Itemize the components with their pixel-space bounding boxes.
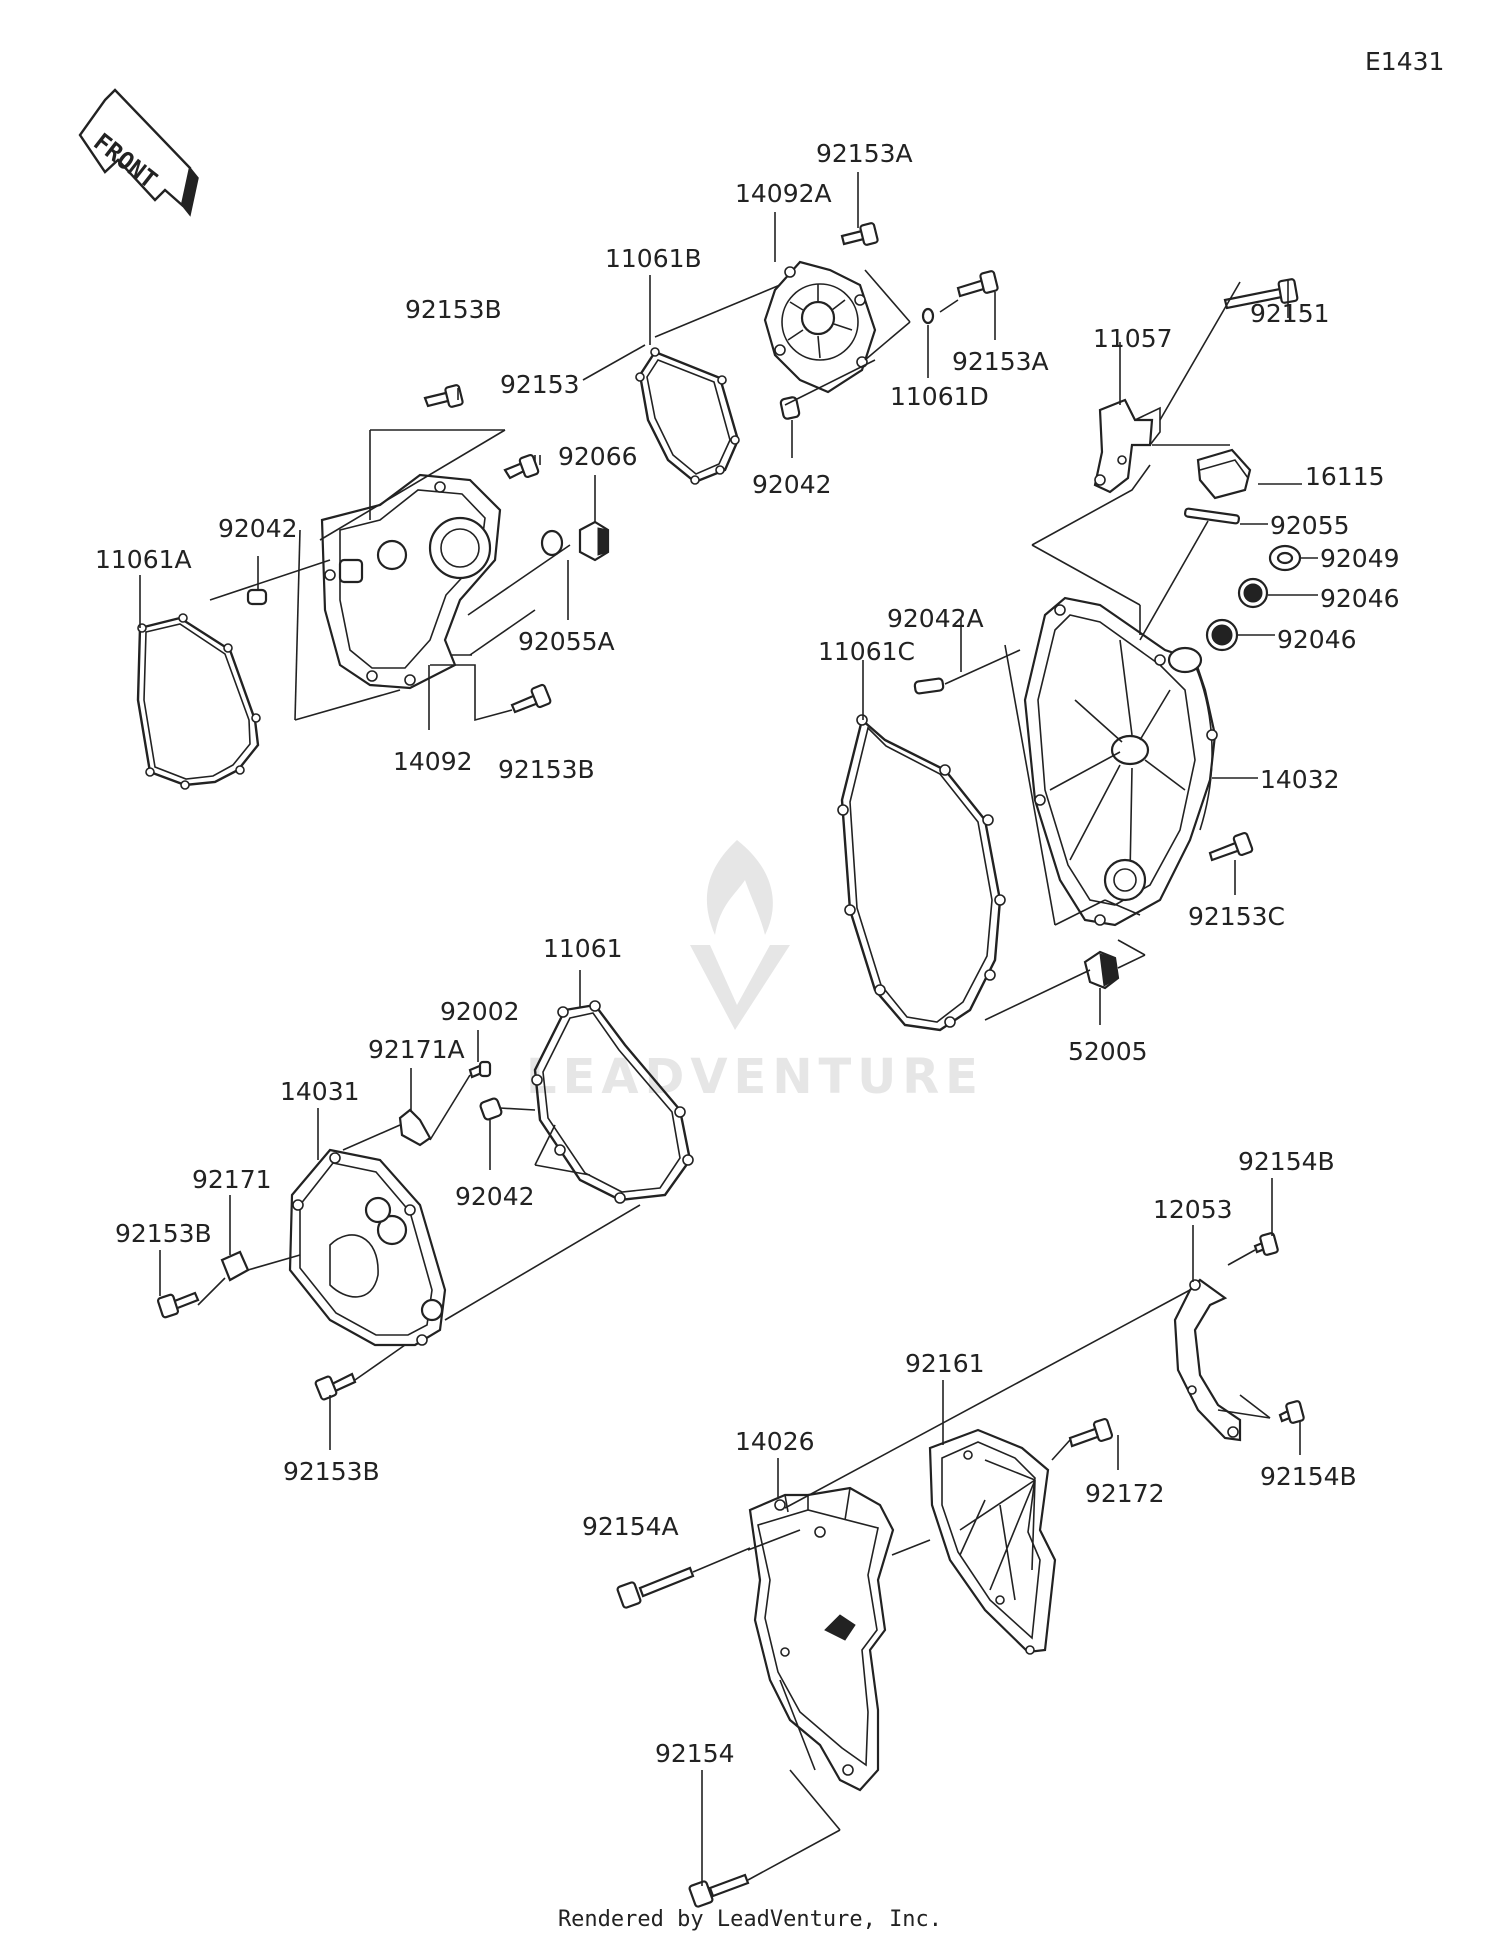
bearing-92046-b [1205,618,1239,652]
label-14026[interactable]: 14026 [735,1427,815,1456]
label-92161[interactable]: 92161 [905,1349,985,1378]
label-11061D[interactable]: 11061D [890,382,989,411]
o-ring-92055A [540,529,564,557]
label-14031[interactable]: 14031 [280,1077,360,1106]
leaders-top-left [139,388,596,730]
gasket-11061B [635,347,740,485]
label-11061[interactable]: 11061 [543,934,623,963]
dowel-pin-92042-top [779,396,801,420]
label-92042A[interactable]: 92042A [887,604,984,633]
leaders-bottom-right [692,1178,1301,1886]
leaders-top-right [862,280,1318,1025]
label-16115[interactable]: 16115 [1305,462,1385,491]
bolt-92153B-mid [510,683,552,714]
bolt-92154B-top [1253,1232,1279,1256]
label-92153A-right[interactable]: 92153A [952,347,1049,376]
washer-11061D [921,307,935,325]
label-11061B[interactable]: 11061B [605,244,702,273]
label-92153B-mid[interactable]: 92153B [498,755,595,784]
sprocket-cover-14026 [748,1486,895,1792]
leaders-top-center [582,172,996,458]
footer-credit: Rendered by LeadVenture, Inc. [558,1907,942,1932]
plug-92066 [578,520,610,562]
label-92042-left[interactable]: 92042 [218,514,298,543]
bolt-92153B-bottom [314,1372,357,1401]
generator-cover-14031 [288,1148,447,1347]
watermark-text: LEADVENTURE [526,1049,984,1105]
label-92154[interactable]: 92154 [655,1739,735,1768]
bracket-11057 [1093,398,1161,494]
label-14092[interactable]: 14092 [393,747,473,776]
part-labels: 92153A 14092A 11061B 92153B 92153 92066 … [95,139,1400,1768]
bolt-92153B-left [156,1291,200,1319]
watermark-v-icon [690,945,790,1030]
dowel-pin-92042-left [246,588,268,606]
label-92171[interactable]: 92171 [192,1165,272,1194]
label-11061C[interactable]: 11061C [818,637,915,666]
bearing-92046-a [1237,577,1269,609]
dowel-pin-92042A [913,677,945,695]
label-92154B-bottom[interactable]: 92154B [1260,1462,1357,1491]
label-92153B-top[interactable]: 92153B [405,295,502,324]
plug-52005 [1083,950,1120,990]
bolt-92153 [503,453,540,480]
bolt-92153A-right [956,270,999,298]
label-92046-a[interactable]: 92046 [1320,584,1400,613]
label-12053[interactable]: 12053 [1153,1195,1233,1224]
dowel-pin-92042-mid [479,1097,503,1121]
gasket-11061A [136,613,261,790]
label-11061A[interactable]: 11061A [95,545,192,574]
diagram-code: E1431 [1365,47,1444,76]
washer-92049 [1268,544,1302,572]
label-92042-top[interactable]: 92042 [752,470,832,499]
watermark: LEADVENTURE [526,840,984,1105]
label-92153C[interactable]: 92153C [1188,902,1285,931]
clutch-cover-14032 [1023,596,1218,927]
bolt-92154 [688,1873,750,1908]
bolt-92172 [1068,1418,1114,1448]
label-92066[interactable]: 92066 [558,442,638,471]
label-52005[interactable]: 52005 [1068,1037,1148,1066]
bolt-92153A-top [840,222,879,246]
cover-14092 [320,473,502,690]
label-92151[interactable]: 92151 [1250,299,1330,328]
dowel-pin-92002 [468,1060,492,1079]
leaders-mid-left [159,970,641,1450]
clamp-92171 [220,1250,250,1282]
label-92172[interactable]: 92172 [1085,1479,1165,1508]
label-92055[interactable]: 92055 [1270,511,1350,540]
gasket-11061 [531,1000,694,1204]
label-92154B-top[interactable]: 92154B [1238,1147,1335,1176]
label-92153B-left[interactable]: 92153B [115,1219,212,1248]
cover-14092A [763,260,877,394]
guard-12053 [1173,1278,1242,1442]
bolt-92154A [616,1566,695,1609]
label-14092A[interactable]: 14092A [735,179,832,208]
cap-16115 [1196,448,1252,500]
clamp-92171A [398,1108,432,1147]
watermark-flame-icon [706,840,773,935]
label-92153B-bottom[interactable]: 92153B [283,1457,380,1486]
gasket-11061C [837,714,1006,1032]
front-arrow-icon [78,88,192,208]
cover-92161 [928,1428,1057,1655]
label-92055A[interactable]: 92055A [518,627,615,656]
bolt-92154B-bottom [1278,1400,1305,1424]
label-11057[interactable]: 11057 [1093,324,1173,353]
label-92153A-top[interactable]: 92153A [816,139,913,168]
label-92002[interactable]: 92002 [440,997,520,1026]
label-92153[interactable]: 92153 [500,370,580,399]
bolt-92153C [1208,831,1254,862]
label-92046-b[interactable]: 92046 [1277,625,1357,654]
label-92049[interactable]: 92049 [1320,544,1400,573]
front-direction-arrow: FRONT [78,88,199,217]
label-92042-mid[interactable]: 92042 [455,1182,535,1211]
pin-92055 [1183,507,1241,525]
label-14032[interactable]: 14032 [1260,765,1340,794]
label-92154A[interactable]: 92154A [582,1512,679,1541]
label-92171A[interactable]: 92171A [368,1035,465,1064]
